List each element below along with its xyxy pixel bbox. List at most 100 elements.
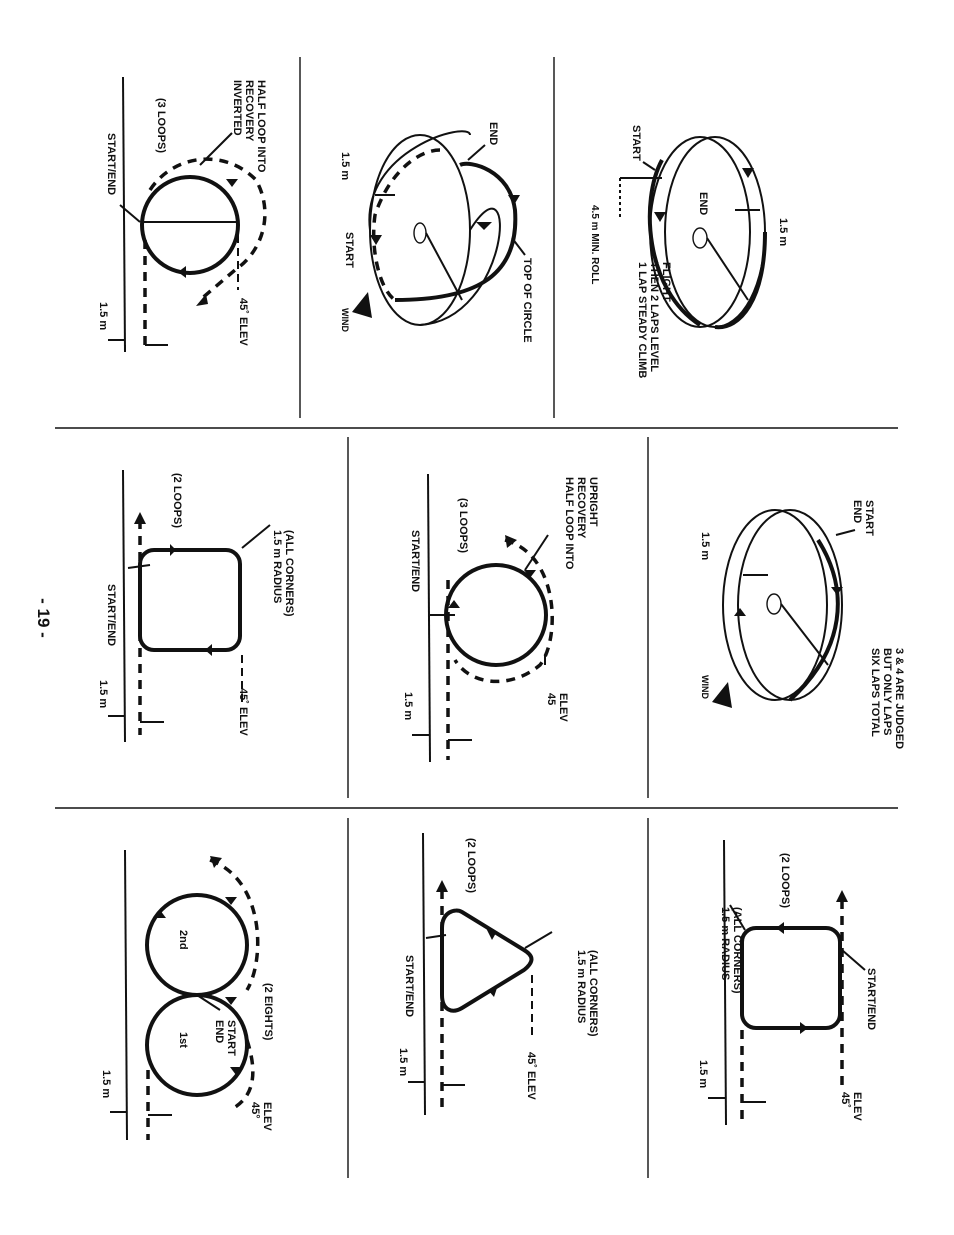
- distance-label: 1.5 m: [97, 302, 109, 330]
- half-loop-label-2: RECOVERY: [575, 477, 587, 539]
- square-path: [138, 548, 242, 652]
- description-line-3: FLIGHT: [660, 262, 672, 302]
- radius-note-1: 1.5 m RADIUS: [719, 907, 731, 980]
- direction-arrow: [178, 266, 186, 278]
- arrowhead: [436, 880, 448, 892]
- loops-count: (3 LOOPS): [457, 498, 469, 553]
- half-loop-label-1: HALF LOOP INTO: [255, 80, 267, 173]
- loops-count: (2 LOOPS): [171, 473, 183, 528]
- loops-count: (3 LOOPS): [155, 98, 167, 153]
- eights-count: (2 EIGHTS): [262, 983, 274, 1041]
- loop-path: [444, 563, 548, 667]
- start-label: START: [630, 125, 642, 161]
- elevation-label-2: ELEV: [557, 693, 569, 722]
- elevation-label: 45˚ ELEV: [237, 298, 249, 346]
- triangle-path: [440, 908, 534, 1013]
- svg-text:HALF LOOP INTO RECOVERY: HALF LOOP INTO RECOVERY UPRIGHT: [563, 477, 599, 573]
- svg-text:1.5 m RADIUS (ALL CORNER: 1.5 m RADIUS (ALL CORNERS): [575, 950, 599, 1037]
- ground-line: [122, 76, 126, 353]
- direction-arrow: [486, 928, 496, 940]
- start-label: START: [225, 1020, 237, 1056]
- direction-arrow: [488, 985, 498, 997]
- top-of-circle-label: TOP OF CIRCLE: [521, 258, 533, 343]
- direction-arrow: [370, 235, 382, 245]
- description-line-1: 1 LAP STEADY CLIMB: [636, 262, 648, 378]
- square-path: [740, 926, 842, 1030]
- elevation-label-2: ELEV: [261, 1102, 273, 1131]
- half-loop-label-3: UPRIGHT: [587, 477, 599, 527]
- arrowhead: [196, 294, 208, 306]
- radius-note-2: (ALL CORNERS): [731, 907, 743, 994]
- panel-6-six-laps: START END 1.5 m WIND SIX LAPS TOTAL BUT …: [699, 500, 905, 749]
- half-loop-label-1: HALF LOOP INTO: [563, 477, 575, 570]
- distance-label: 1.5 m: [699, 532, 711, 560]
- svg-text:HALF LOOP INTO RECOVERY: HALF LOOP INTO RECOVERY INVERTED: [231, 80, 267, 176]
- start-end-label: START/END: [105, 133, 117, 195]
- direction-arrow: [831, 587, 843, 595]
- wind-arrow: [352, 292, 372, 318]
- end-label: END: [487, 122, 499, 145]
- direction-arrow: [800, 1022, 808, 1034]
- direction-arrow: [476, 222, 492, 230]
- svg-text:1.5 m RADIUS (ALL CORNER: 1.5 m RADIUS (ALL CORNERS): [719, 907, 743, 994]
- elevation-label-1: 45˚: [839, 1092, 851, 1108]
- description-line-2: BUT ONLY LAPS: [881, 648, 893, 735]
- elevation-label: 45˚ ELEV: [237, 688, 249, 736]
- direction-arrow: [226, 179, 238, 187]
- svg-text:45° ELEV: 45° ELEV: [249, 1102, 273, 1131]
- panel-5-upright-loops: HALF LOOP INTO RECOVERY UPRIGHT (3 LOOPS…: [402, 473, 599, 763]
- ground-line: [723, 839, 727, 1126]
- elevation-label-1: 45: [545, 693, 557, 705]
- first-label: 1st: [177, 1032, 189, 1048]
- panel-7-figure-eights: (2 EIGHTS) START END 1st 2nd 45° ELEV 1.…: [100, 849, 274, 1141]
- arrowhead: [505, 535, 517, 548]
- half-loop-dashed: [148, 157, 267, 302]
- description-line-1: SIX LAPS TOTAL: [869, 648, 881, 737]
- loops-count: (2 LOOPS): [779, 853, 791, 908]
- start-label: START: [863, 500, 875, 536]
- end-label: END: [851, 500, 863, 523]
- direction-arrow: [448, 600, 460, 608]
- svg-text:1 LAP STEADY CLIMB THEN: 1 LAP STEADY CLIMB THEN 2 LAPS LEVEL FLI…: [636, 262, 672, 381]
- half-loop-label-3: INVERTED: [231, 80, 243, 136]
- direction-arrow: [154, 910, 166, 918]
- wind-label: WIND: [700, 675, 710, 699]
- panel-4-square-loops: (2 LOOPS) 1.5 m RADIUS (ALL CORNERS) STA…: [97, 469, 295, 743]
- radius-note-2: (ALL CORNERS): [587, 950, 599, 1037]
- radius-note-2: (ALL CORNERS): [283, 530, 295, 617]
- start-end-label: START/END: [409, 530, 421, 592]
- ground-line: [427, 473, 431, 763]
- distance-label: 1.5 m: [97, 680, 109, 708]
- direction-arrow: [225, 897, 237, 905]
- wind-label: WIND: [340, 308, 350, 332]
- loop-2nd: [145, 893, 249, 997]
- panel-dividers: [55, 57, 898, 1178]
- direction-arrow: [734, 608, 746, 616]
- distance-label: 1.5 m: [697, 1060, 709, 1088]
- arrowhead: [836, 890, 848, 902]
- elevation-label-1: 45°: [249, 1102, 261, 1119]
- direction-arrow: [508, 195, 520, 205]
- radius-note-1: 1.5 m RADIUS: [575, 950, 587, 1023]
- direction-arrow: [230, 1067, 242, 1075]
- direction-arrow: [524, 570, 536, 578]
- loops-count: (2 LOOPS): [465, 838, 477, 893]
- direction-arrow: [225, 997, 237, 1005]
- ground-line: [122, 469, 126, 743]
- wind-arrow: [712, 682, 732, 708]
- start-end-label: START/END: [865, 968, 877, 1030]
- direction-arrow: [654, 212, 666, 222]
- elevation-label-2: ELEV: [851, 1092, 863, 1121]
- loop-path: [140, 175, 240, 275]
- description-line-2: THEN 2 LAPS LEVEL: [648, 262, 660, 372]
- start-end-label: START/END: [105, 584, 117, 646]
- direction-arrow: [205, 644, 212, 656]
- ground-line: [422, 832, 426, 1116]
- description-line-3: 3 & 4 ARE JUDGED: [893, 648, 905, 749]
- panel-9-square-loops: (2 LOOPS) 1.5 m RADIUS (ALL CORNERS) STA…: [697, 839, 877, 1126]
- ground-line: [124, 849, 128, 1141]
- page-number: - 19 -: [34, 598, 53, 638]
- svg-text:1.5 m RADIUS (ALL CORNER: 1.5 m RADIUS (ALL CORNERS): [271, 530, 295, 617]
- panel-3-level-laps: START END 1.5 m 4.5 m MIN. ROLL 1 LAP ST…: [589, 125, 789, 381]
